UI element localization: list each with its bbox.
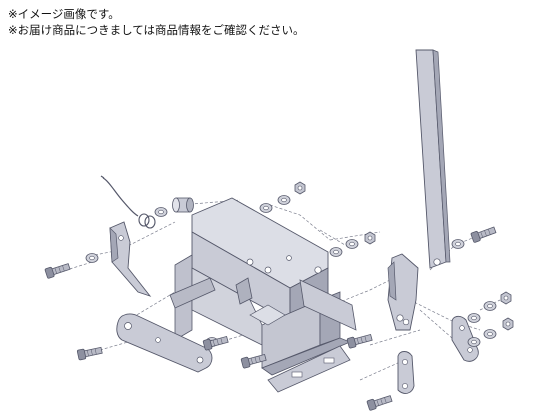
note-sample-image: ※イメージ画像です。 xyxy=(8,7,120,21)
image-notes: ※イメージ画像です。 ※お届け商品につきましては商品情報をご確認ください。 xyxy=(8,6,305,38)
nut xyxy=(502,317,514,331)
nut xyxy=(294,181,306,195)
washer xyxy=(467,313,481,323)
nut xyxy=(500,291,512,305)
bolt xyxy=(366,393,394,412)
washer xyxy=(345,239,359,249)
washer xyxy=(467,337,481,347)
washer xyxy=(451,239,465,249)
washer xyxy=(483,329,497,339)
bolt xyxy=(202,334,230,351)
collar xyxy=(172,197,194,213)
blade-bracket xyxy=(109,221,152,297)
washer xyxy=(329,247,343,257)
nut xyxy=(364,231,376,245)
washer xyxy=(85,253,99,263)
lower-link xyxy=(397,351,415,394)
bolt xyxy=(346,332,374,349)
main-body xyxy=(169,197,357,393)
washer xyxy=(483,301,497,311)
lever-bracket xyxy=(387,253,419,331)
bolt xyxy=(470,224,498,244)
link-plate xyxy=(116,313,213,373)
pin-bolt xyxy=(76,344,104,361)
washer xyxy=(154,207,168,217)
handle-lever xyxy=(415,49,451,269)
side-link xyxy=(451,315,479,362)
bolt xyxy=(44,261,72,280)
note-check-product-info: ※お届け商品につきましては商品情報をご確認ください。 xyxy=(8,23,305,37)
washer xyxy=(277,195,291,205)
spring xyxy=(100,175,156,229)
washer xyxy=(259,203,273,213)
